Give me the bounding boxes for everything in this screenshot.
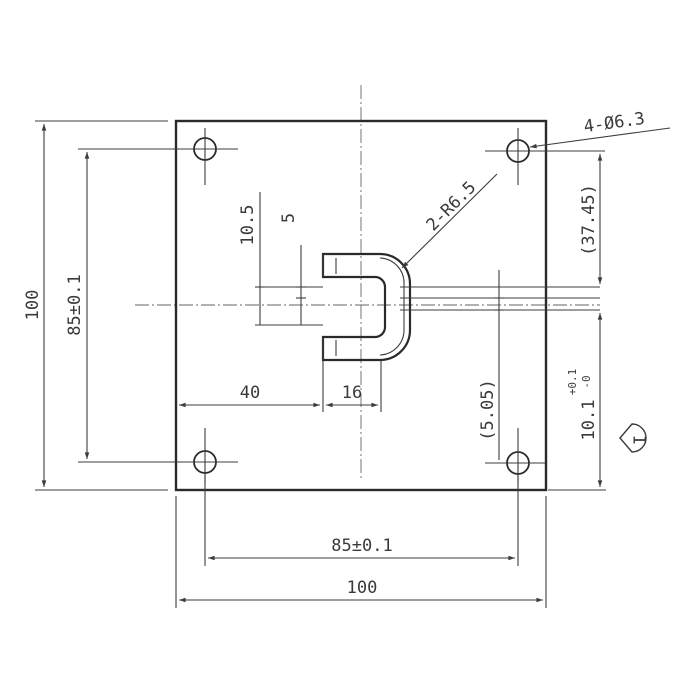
u-slot <box>321 252 412 362</box>
leader-radius <box>401 173 498 269</box>
dim-tol-lower: -0 <box>580 375 593 388</box>
dim-hole-spacing-horizontal: 85±0.1 <box>331 536 392 556</box>
dim-overall-height: 100 <box>23 290 43 321</box>
leader-hole-note <box>529 127 671 149</box>
dim-tol-base: 10.1 <box>579 400 599 441</box>
dim-radius-note: 2-R6.5 <box>423 178 481 236</box>
view-marker: I <box>619 423 651 453</box>
dim-16: 16 <box>342 383 362 403</box>
dim-overall-width: 100 <box>347 578 378 598</box>
dim-5: 5 <box>279 213 299 223</box>
mounting-hole-bottom-left <box>182 428 238 485</box>
dim-hole-spacing-vertical: 85±0.1 <box>65 274 85 335</box>
mounting-hole-top-left <box>182 128 238 185</box>
plate-outline <box>174 119 548 492</box>
dim-ref-37-45: (37.45) <box>579 184 599 256</box>
dim-40: 40 <box>240 383 260 403</box>
dim-tol-upper: +0.1 <box>566 369 579 396</box>
dim-ref-5-05: (5.05) <box>478 379 498 440</box>
svg-text:I: I <box>631 435 651 445</box>
dim-10-5: 10.5 <box>238 205 258 246</box>
